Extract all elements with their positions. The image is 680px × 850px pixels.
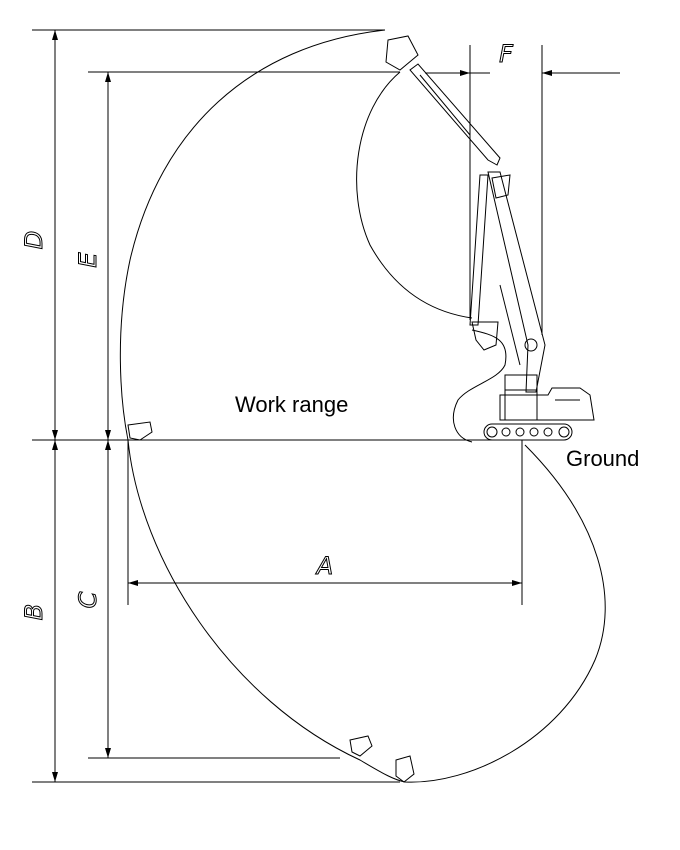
dimension-lines [52,30,585,782]
dim-label-d: D [20,231,48,249]
excavator-boom [487,171,546,393]
dim-label-e: E [74,252,102,268]
bucket-folded [471,321,499,351]
excavator-cab [504,374,538,421]
dim-label-f: F [499,40,514,68]
bucket-deep-2 [395,755,415,783]
excavator-body [499,387,595,421]
track-rollers [486,426,570,438]
bucket-raised [385,35,419,71]
work-range-label: Work range [235,392,348,417]
bucket-ground-reach [127,421,153,441]
bucket-deep-1 [349,735,373,757]
excavator [385,35,595,441]
inner-reach-curve [356,71,473,319]
near-machine-curve [453,329,507,443]
dim-label-b: B [20,604,48,620]
excavator-track [483,423,573,441]
dim-label-a: A [315,552,333,580]
dim-label-c: C [74,591,102,608]
work-range-envelope [119,29,606,783]
ground-label: Ground [566,446,639,471]
bucket-positions [127,421,415,783]
outer-reach-curve [119,29,606,783]
excavator-arm-raised [409,63,501,166]
excavator-arm-folded [469,174,489,326]
